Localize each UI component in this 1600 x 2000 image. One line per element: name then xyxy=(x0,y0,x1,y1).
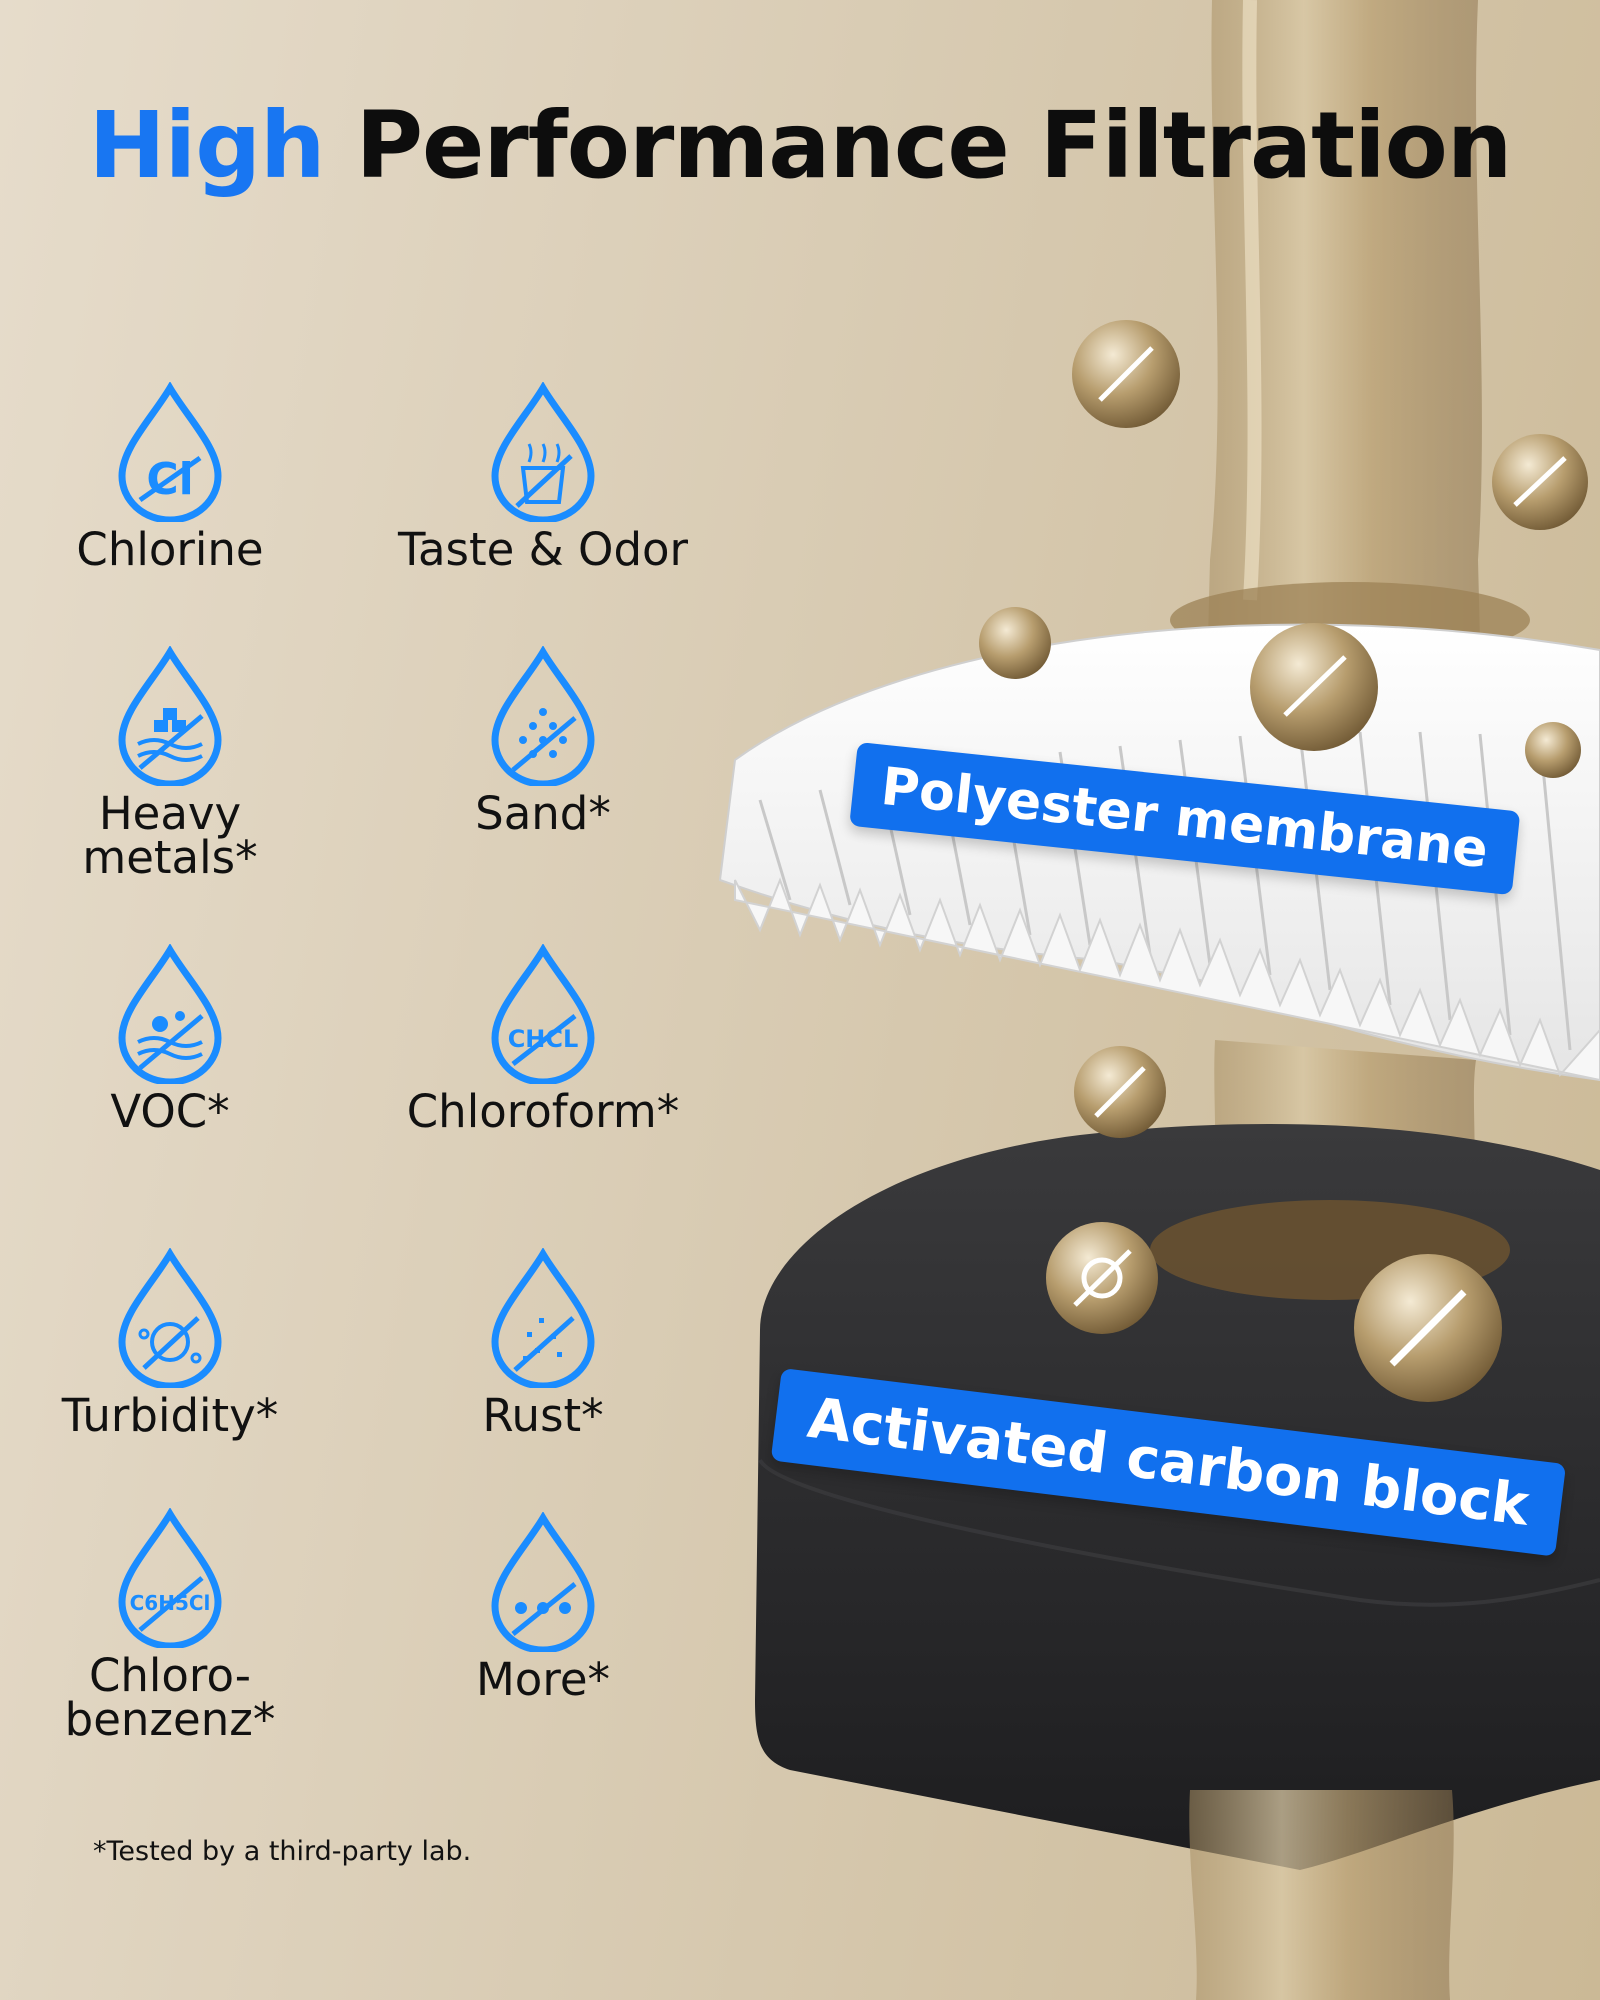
water-stream-upper xyxy=(1208,0,1482,640)
water-stream-lower xyxy=(1189,1790,1454,2000)
more-icon xyxy=(491,1512,595,1652)
feature-label: Chloroform* xyxy=(406,1085,680,1138)
feature-chlorobenzene: C6H5Cl Chloro- benzenz* xyxy=(20,1508,320,1742)
feature-turbidity: Turbidity* xyxy=(20,1248,320,1438)
feature-label: Rust* xyxy=(482,1389,604,1442)
contaminant-particles xyxy=(979,320,1588,1402)
chlorine-icon: Cl xyxy=(118,382,222,522)
turbidity-icon xyxy=(118,1248,222,1388)
rust-icon xyxy=(491,1248,595,1388)
footnote: *Tested by a third-party lab. xyxy=(93,1836,472,1867)
feature-label: More* xyxy=(475,1653,611,1706)
feature-more: More* xyxy=(393,1512,693,1702)
feature-label: Taste & Odor xyxy=(397,523,689,576)
feature-label: VOC* xyxy=(110,1085,230,1138)
chlorobenzene-icon: C6H5Cl xyxy=(118,1508,222,1648)
feature-voc: VOC* xyxy=(20,944,320,1134)
title-accent: High xyxy=(88,92,326,199)
voc-icon xyxy=(118,944,222,1084)
feature-chloroform: CHCL Chloroform* xyxy=(393,944,693,1134)
sand-icon xyxy=(491,646,595,786)
heavy-metals-icon xyxy=(118,646,222,786)
feature-label: Chloro- benzenz* xyxy=(64,1649,276,1746)
chloroform-icon: CHCL xyxy=(491,944,595,1084)
feature-chlorine: Cl Chlorine xyxy=(20,382,320,572)
feature-heavy-metals: Heavy metals* xyxy=(20,646,320,880)
feature-rust: Rust* xyxy=(393,1248,693,1438)
feature-label: Heavy metals* xyxy=(82,787,258,884)
page-title: High Performance Filtration xyxy=(0,92,1600,199)
feature-sand: Sand* xyxy=(393,646,693,836)
feature-label: Chlorine xyxy=(76,523,264,576)
feature-label: Sand* xyxy=(475,787,611,840)
feature-label: Turbidity* xyxy=(61,1389,279,1442)
taste-odor-icon xyxy=(491,382,595,522)
title-rest: Performance Filtration xyxy=(355,92,1513,199)
feature-taste-odor: Taste & Odor xyxy=(393,382,693,572)
